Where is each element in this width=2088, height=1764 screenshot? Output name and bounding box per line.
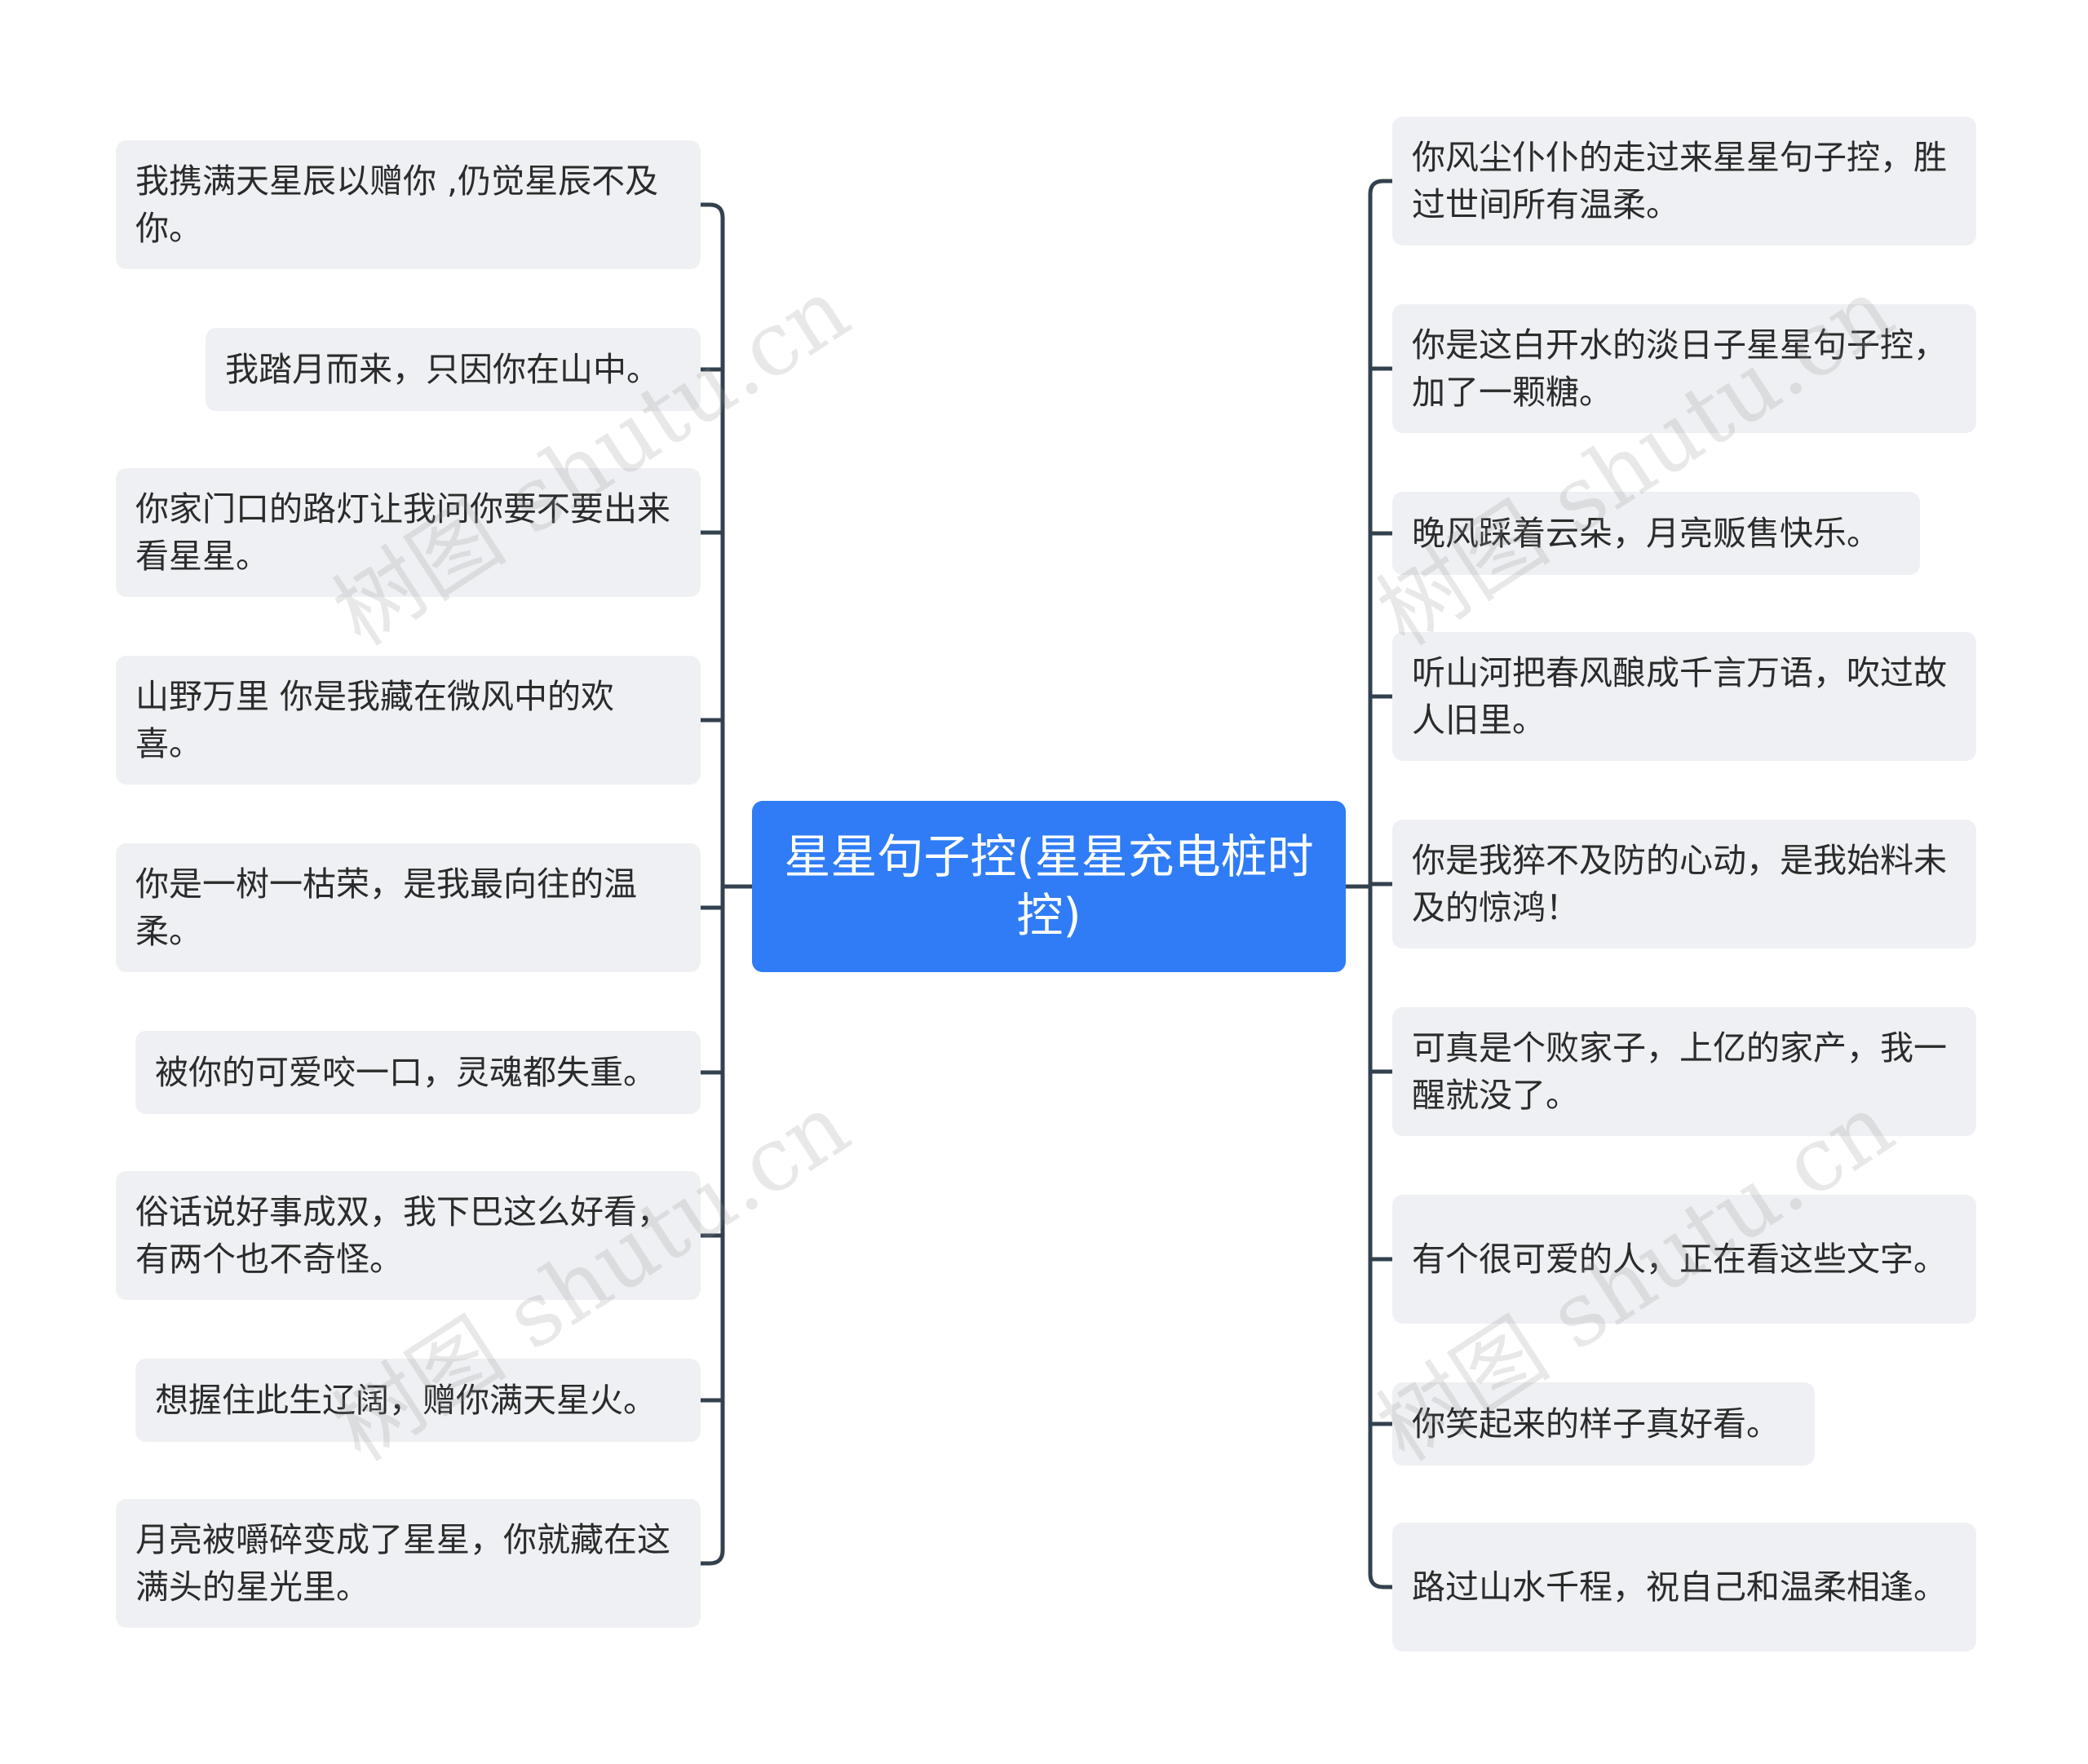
left-topic-9[interactable]: 月亮被嚼碎变成了星星，你就藏在这满头的星光里。: [116, 1499, 701, 1628]
right-topic-5[interactable]: 你是我猝不及防的心动，是我始料未及的惊鸿！: [1392, 820, 1976, 948]
topic-label: 山野万里 你是我藏在微风中的欢喜。: [135, 677, 615, 763]
right-topic-1[interactable]: 你风尘仆仆的走过来星星句子控，胜过世间所有温柔。: [1392, 117, 1976, 245]
connector-branch: [1368, 179, 1395, 197]
topic-label: 你是一树一枯荣，是我最向往的温柔。: [135, 864, 637, 951]
left-topic-2[interactable]: 我踏月而来，只因你在山中。: [206, 328, 701, 411]
root-topic[interactable]: 星星句子控(星星充电桩时控): [752, 801, 1346, 972]
right-topic-9[interactable]: 路过山水千程，祝自己和温柔相逢。: [1392, 1523, 1976, 1651]
topic-label: 你笑起来的样子真好看。: [1412, 1404, 1780, 1443]
topic-label: 你是这白开水的淡日子星星句子控，加了一颗糖。: [1412, 325, 1947, 412]
topic-label: 晚风踩着云朵，月亮贩售快乐。: [1412, 514, 1880, 553]
left-topic-7[interactable]: 俗话说好事成双，我下巴这么好看，有两个也不奇怪。: [116, 1171, 701, 1300]
right-topic-4[interactable]: 听山河把春风酿成千言万语，吹过故人旧里。: [1392, 632, 1976, 761]
left-topic-4[interactable]: 山野万里 你是我藏在微风中的欢喜。: [116, 656, 701, 785]
topic-label: 有个很可爱的人，正在看这些文字。: [1412, 1240, 1947, 1279]
connector-branch: [698, 202, 725, 220]
topic-label: 你风尘仆仆的走过来星星句子控，胜过世间所有温柔。: [1412, 138, 1947, 224]
left-topic-3[interactable]: 你家门口的路灯让我问你要不要出来看星星。: [116, 468, 701, 597]
topic-label: 我携满天星辰以赠你 ,仍觉星辰不及你。: [135, 161, 659, 248]
right-topic-3[interactable]: 晚风踩着云朵，月亮贩售快乐。: [1392, 492, 1920, 575]
topic-label: 被你的可爱咬一口，灵魂都失重。: [155, 1053, 657, 1092]
right-topic-7[interactable]: 有个很可爱的人，正在看这些文字。: [1392, 1195, 1976, 1324]
topic-label: 路过山水千程，祝自己和温柔相逢。: [1412, 1567, 1947, 1607]
topic-label: 俗话说好事成双，我下巴这么好看，有两个也不奇怪。: [135, 1192, 670, 1279]
left-topic-8[interactable]: 想握住此生辽阔，赠你满天星火。: [135, 1359, 701, 1442]
right-topic-8[interactable]: 你笑起来的样子真好看。: [1392, 1382, 1815, 1466]
topic-label: 你家门口的路灯让我问你要不要出来看星星。: [135, 489, 670, 576]
root-topic-label: 星星句子控(星星充电桩时控): [784, 830, 1314, 943]
topic-label: 月亮被嚼碎变成了星星，你就藏在这满头的星光里。: [135, 1520, 670, 1607]
connector-branch: [1368, 1572, 1395, 1589]
left-topic-1[interactable]: 我携满天星辰以赠你 ,仍觉星辰不及你。: [116, 140, 701, 269]
topic-label: 想握住此生辽阔，赠你满天星火。: [155, 1381, 657, 1420]
left-topic-5[interactable]: 你是一树一枯荣，是我最向往的温柔。: [116, 843, 701, 972]
left-topic-6[interactable]: 被你的可爱咬一口，灵魂都失重。: [135, 1031, 701, 1114]
topic-label: 听山河把春风酿成千言万语，吹过故人旧里。: [1412, 653, 1947, 740]
right-topic-2[interactable]: 你是这白开水的淡日子星星句子控，加了一颗糖。: [1392, 304, 1976, 433]
topic-label: 可真是个败家子，上亿的家产，我一醒就没了。: [1412, 1028, 1947, 1115]
topic-label: 你是我猝不及防的心动，是我始料未及的惊鸿！: [1412, 841, 1947, 927]
right-topic-6[interactable]: 可真是个败家子，上亿的家产，我一醒就没了。: [1392, 1007, 1976, 1136]
topic-label: 我踏月而来，只因你在山中。: [225, 350, 660, 389]
connector-branch: [698, 1548, 725, 1566]
